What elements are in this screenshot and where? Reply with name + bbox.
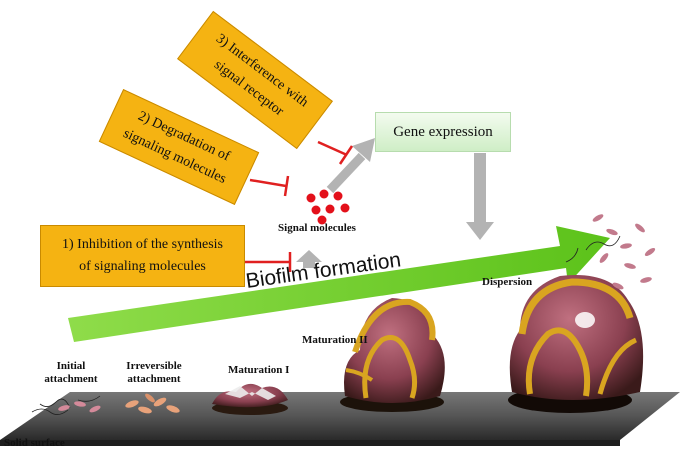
solid-surface-label: Solid surface bbox=[4, 437, 65, 449]
initial-line2: attachment bbox=[44, 373, 98, 385]
inhibit-line-3 bbox=[317, 140, 348, 157]
stage-maturation-1-label: Maturation I bbox=[228, 364, 290, 376]
gray-arrow-down-shaft bbox=[474, 153, 486, 223]
gray-arrow-diagonal-head bbox=[352, 138, 375, 162]
stage-dispersion-label: Dispersion bbox=[482, 276, 533, 288]
gray-arrow-diagonal bbox=[326, 152, 366, 194]
biofilm-formation-arrow bbox=[68, 226, 610, 342]
gene-expression-box: Gene expression bbox=[375, 112, 511, 152]
stage-initial-attachment-label: Initial attachment bbox=[36, 360, 106, 386]
initial-line1: Initial bbox=[56, 360, 86, 372]
dispersion-mound bbox=[508, 214, 656, 413]
maturation-1-mound bbox=[212, 383, 288, 415]
box-inhibition-line2: of signaling molecules bbox=[79, 259, 206, 274]
stage-maturation-2-label: Maturation II bbox=[302, 334, 368, 346]
initial-attachment-cells bbox=[31, 395, 101, 415]
inhibit-bar-2 bbox=[283, 175, 290, 197]
gray-arrow-up bbox=[296, 250, 322, 268]
stage-irreversible-attachment-label: Irreversible attachment bbox=[116, 360, 192, 386]
irreversible-attachment-cells bbox=[125, 393, 180, 414]
maturation-2-mound bbox=[340, 298, 445, 412]
box-inhibition-line1: 1) Inhibition of the synthesis bbox=[62, 237, 223, 252]
box-inhibition-synthesis: 1) Inhibition of the synthesis of signal… bbox=[40, 225, 245, 287]
solid-surface-slab bbox=[0, 392, 680, 440]
irreversible-line1: Irreversible bbox=[126, 360, 182, 372]
signal-molecules-label: Signal molecules bbox=[278, 222, 356, 234]
signal-molecule-dots bbox=[306, 189, 350, 225]
gray-arrow-down-head bbox=[466, 222, 494, 240]
inhibit-bar-3 bbox=[338, 145, 354, 165]
irreversible-line2: attachment bbox=[127, 373, 181, 385]
inhibit-line-2 bbox=[249, 178, 287, 188]
solid-surface-front bbox=[0, 440, 620, 446]
